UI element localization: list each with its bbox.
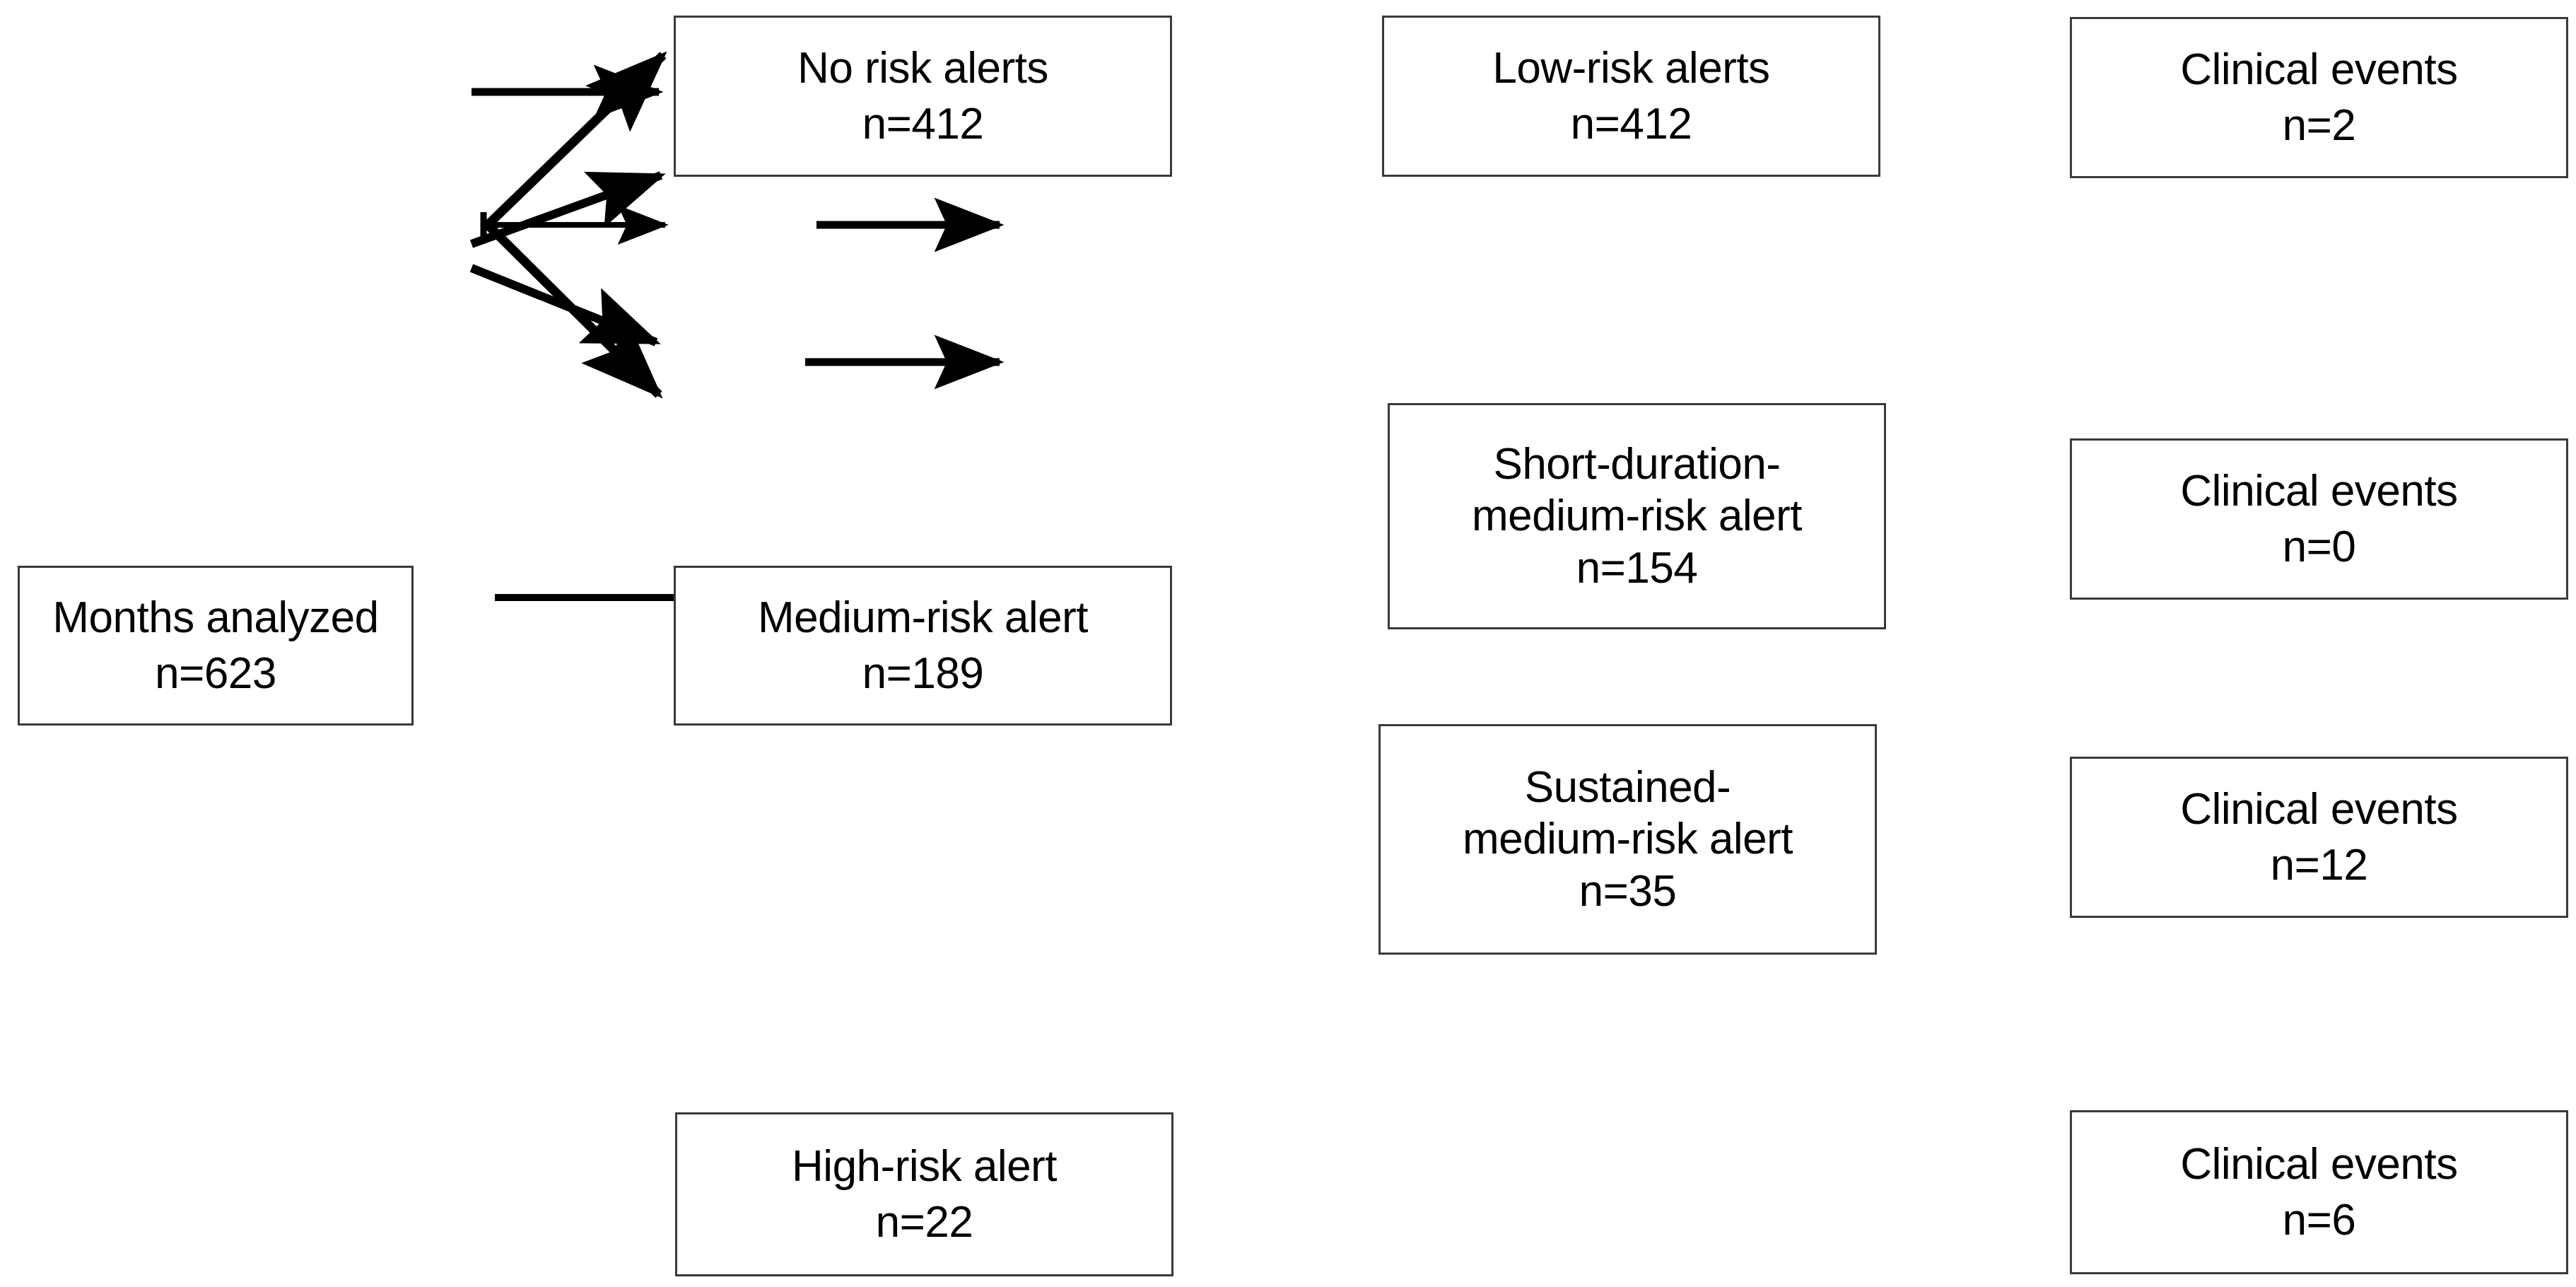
- node-short-duration-medium-risk-alert[interactable]: Short-duration- medium-risk alert n=154: [1388, 403, 1886, 629]
- node-low-risk-alerts-count: n=412: [1570, 100, 1692, 148]
- node-high-risk-alert[interactable]: High-risk alert n=22: [675, 1112, 1173, 1276]
- edge-months-to-no-risk: [484, 51, 667, 228]
- node-clinical-events-short-medium[interactable]: Clinical events n=0: [2070, 438, 2568, 600]
- node-no-risk-alerts[interactable]: No risk alerts n=412: [674, 16, 1172, 177]
- node-no-risk-alerts-label: No risk alerts: [797, 43, 1048, 93]
- node-sustained-medium-risk-alert[interactable]: Sustained- medium-risk alert n=35: [1378, 724, 1877, 955]
- node-sustained-label-line-2: medium-risk alert: [1463, 815, 1793, 864]
- edge-medium-to-short-duration: [469, 171, 666, 248]
- node-months-analyzed-count: n=623: [155, 649, 276, 698]
- node-clinical-events-short-medium-count: n=0: [2282, 523, 2356, 571]
- node-clinical-events-sustained-medium-label: Clinical events: [2180, 784, 2458, 834]
- node-short-duration-label-line-2: medium-risk alert: [1472, 491, 1802, 541]
- node-short-duration-count: n=154: [1576, 543, 1698, 593]
- node-low-risk-alerts[interactable]: Low-risk alerts n=412: [1382, 16, 1880, 177]
- node-high-risk-alert-label: High-risk alert: [792, 1141, 1057, 1191]
- edge-medium-to-sustained: [469, 264, 661, 346]
- node-clinical-events-sustained-medium-count: n=12: [2270, 841, 2368, 890]
- node-clinical-events-low-count: n=2: [2282, 101, 2356, 150]
- node-clinical-events-short-medium-label: Clinical events: [2180, 466, 2458, 516]
- node-clinical-events-high[interactable]: Clinical events n=6: [2070, 1110, 2568, 1274]
- node-months-analyzed-label: Months analyzed: [52, 593, 379, 642]
- node-clinical-events-sustained-medium[interactable]: Clinical events n=12: [2070, 757, 2568, 918]
- node-clinical-events-low[interactable]: Clinical events n=2: [2070, 17, 2568, 178]
- node-sustained-label-line-1: Sustained-: [1524, 763, 1731, 813]
- node-months-analyzed[interactable]: Months analyzed n=623: [18, 566, 414, 726]
- node-medium-risk-alert[interactable]: Medium-risk alert n=189: [674, 566, 1172, 726]
- node-clinical-events-low-label: Clinical events: [2180, 45, 2458, 94]
- node-medium-risk-alert-label: Medium-risk alert: [758, 593, 1088, 642]
- node-sustained-count: n=35: [1579, 866, 1677, 916]
- edge-months-to-high-risk: [484, 221, 663, 399]
- node-low-risk-alerts-label: Low-risk alerts: [1492, 43, 1770, 93]
- node-no-risk-alerts-count: n=412: [862, 100, 984, 148]
- node-clinical-events-high-label: Clinical events: [2180, 1139, 2458, 1189]
- node-short-duration-label-line-1: Short-duration-: [1493, 440, 1781, 489]
- node-medium-risk-alert-count: n=189: [862, 649, 984, 698]
- node-high-risk-alert-count: n=22: [875, 1198, 973, 1247]
- node-clinical-events-high-count: n=6: [2282, 1196, 2356, 1245]
